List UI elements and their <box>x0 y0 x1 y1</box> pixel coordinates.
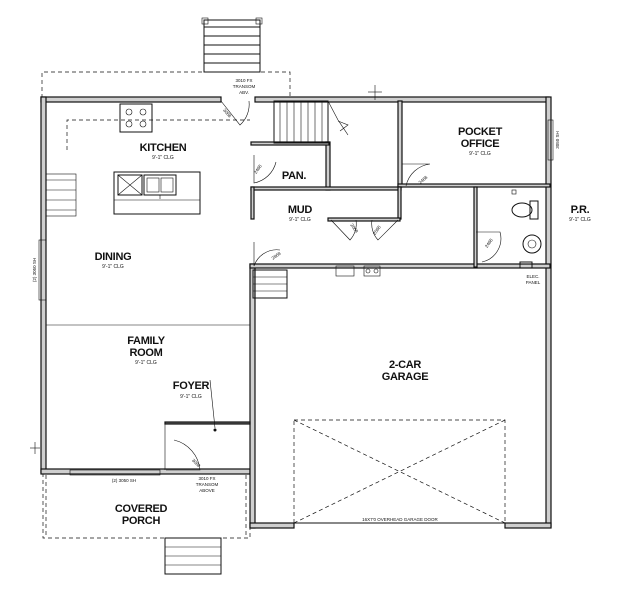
foyer-boundary <box>164 422 250 470</box>
covered-porch <box>42 473 251 575</box>
garage-utilities <box>335 261 533 277</box>
porch-label-2: PORCH <box>122 515 161 527</box>
window-dining-note: (2) 3050 SH <box>32 258 37 282</box>
powder-room-ceiling: 9'-1" CLG <box>569 217 591 223</box>
office-ceiling: 9'-1" CLG <box>469 151 491 157</box>
front-transom-note-1: 3010 FX <box>198 476 215 481</box>
elec-panel-note-1: ELEC. <box>526 274 539 279</box>
garage-label-1: 2-CAR <box>389 359 421 371</box>
toilet-icon <box>511 202 533 218</box>
kitchen-counters <box>45 103 250 217</box>
rear-transom-note-2: TRANSOM <box>233 84 256 89</box>
window-front <box>69 469 161 476</box>
dining-label: DINING <box>95 251 132 263</box>
garage-steps <box>252 269 288 299</box>
rear-roof-overhang <box>41 71 291 98</box>
rear-transom-note-3: ABV. <box>239 90 249 95</box>
mud-label: MUD <box>288 204 313 216</box>
window-dining <box>38 239 47 301</box>
main-stairs <box>273 85 382 144</box>
garage-door <box>293 419 506 524</box>
pantry-label: PAN. <box>282 170 307 182</box>
foyer-ceiling: 9'-1" CLG <box>180 394 202 400</box>
garage-label-2: GARAGE <box>382 371 428 383</box>
kitchen-island <box>113 171 201 215</box>
rear-transom-note-1: 3010 FX <box>235 78 252 83</box>
doors <box>166 100 502 471</box>
exterior-walls <box>40 96 552 529</box>
window-office-note: 3050 SH <box>555 131 560 149</box>
cooktop-icon <box>117 174 143 196</box>
office-label-2: OFFICE <box>461 138 500 150</box>
window-front-note: (2) 3050 SH <box>112 478 136 483</box>
door-garage-tag: 2868 <box>271 251 282 261</box>
door-rear-tag: 3068 <box>222 108 233 119</box>
fridge <box>45 173 77 217</box>
kitchen-label: KITCHEN <box>140 142 187 154</box>
door-mud-right-tag: 2068 <box>372 224 382 235</box>
dining-ceiling: 9'-1" CLG <box>102 264 124 270</box>
door-pantry-tag: 2468 <box>253 163 263 174</box>
mud-ceiling: 9'-1" CLG <box>289 217 311 223</box>
powder-room-fixtures <box>511 189 542 254</box>
family-room-label-1: FAMILY <box>127 335 165 347</box>
kitchen-ceiling: 9'-1" CLG <box>152 155 174 161</box>
front-transom-note-2: TRANSOM <box>196 482 219 487</box>
rear-steps <box>201 17 263 73</box>
sink-icon <box>522 234 542 254</box>
door-powder-tag: 2468 <box>484 237 494 248</box>
office-label-1: POCKET <box>458 126 503 138</box>
foyer-label: FOYER <box>173 380 210 392</box>
door-front-tag: 3068 <box>191 458 202 469</box>
powder-room-label: P.R. <box>571 204 590 216</box>
foyer-leader <box>209 379 216 429</box>
elec-panel-note-2: PANEL <box>526 280 541 285</box>
family-room-label-2: ROOM <box>129 347 162 359</box>
front-transom-note-3: ABOVE <box>199 488 215 493</box>
porch-label-1: COVERED <box>115 503 168 515</box>
garage-door-note: 16X7'0 OVERHEAD GARAGE DOOR <box>362 517 438 522</box>
family-room-ceiling: 9'-1" CLG <box>135 360 157 366</box>
window-office <box>547 119 554 161</box>
door-office-tag: 2468 <box>418 174 429 185</box>
door-mud-left-tag: 2068 <box>349 223 359 234</box>
